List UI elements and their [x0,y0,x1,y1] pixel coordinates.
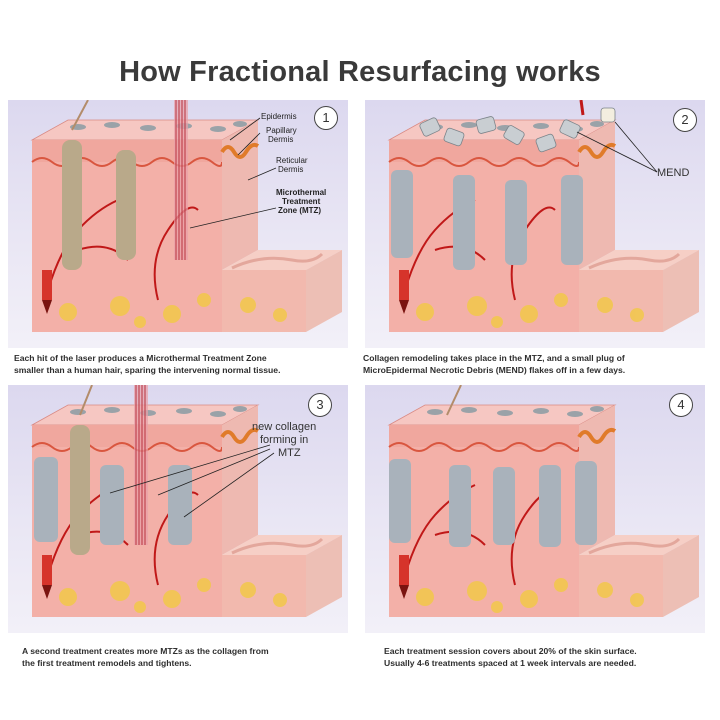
skin-block-diagram-2 [365,100,705,348]
caption-line: MicroEpidermal Necrotic Debris (MEND) fl… [363,364,625,376]
label-reticular-dermis: Dermis [278,165,303,174]
laser-beam [134,385,148,545]
mtz-columns [34,457,192,545]
step-number-badge: 3 [308,393,332,417]
skin-block-diagram-4 [365,385,705,633]
label-papillary: Papillary [266,126,297,135]
caption-panel-3: A second treatment creates more MTZs as … [22,645,269,669]
caption-panel-1: Each hit of the laser produces a Microth… [14,352,280,376]
label-mtz-line3: Zone (MTZ) [278,206,321,215]
laser-beam [581,100,583,115]
label-epidermis: Epidermis [261,112,297,121]
panel-3-second-treatment: 3 new collagen forming in MTZ [8,385,348,633]
panel-1-laser-hit: 1 Epidermis Papillary Dermis Reticular D… [8,100,348,348]
caption-line: Each treatment session covers about 20% … [384,645,637,657]
label-new-collagen-line1: new collagen [252,421,316,434]
caption-line: Each hit of the laser produces a Microth… [14,352,280,364]
label-mtz-line2: Treatment [282,197,320,206]
step-number-badge: 4 [669,393,693,417]
label-mtz-line1: Microthermal [276,188,326,197]
label-reticular: Reticular [276,156,308,165]
laser-beam [174,100,188,260]
skin-block-diagram-1 [8,100,348,348]
label-mend: MEND [657,167,689,180]
caption-line: the first treatment remodels and tighten… [22,657,269,669]
caption-line: Usually 4-6 treatments spaced at 1 week … [384,657,637,669]
panel-2-collagen-remodeling: 2 MEND [365,100,705,348]
page-title: How Fractional Resurfacing works [0,56,720,89]
caption-panel-4: Each treatment session covers about 20% … [384,645,637,669]
step-number-badge: 2 [673,108,697,132]
label-new-collagen-line2: forming in [260,434,308,447]
label-papillary-dermis: Dermis [268,135,293,144]
caption-panel-2: Collagen remodeling takes place in the M… [363,352,625,376]
panel-4-treatment-coverage: 4 [365,385,705,633]
caption-line: smaller than a human hair, sparing the i… [14,364,280,376]
step-number-badge: 1 [314,106,338,130]
caption-line: A second treatment creates more MTZs as … [22,645,269,657]
caption-line: Collagen remodeling takes place in the M… [363,352,625,364]
label-new-collagen-line3: MTZ [278,447,301,460]
